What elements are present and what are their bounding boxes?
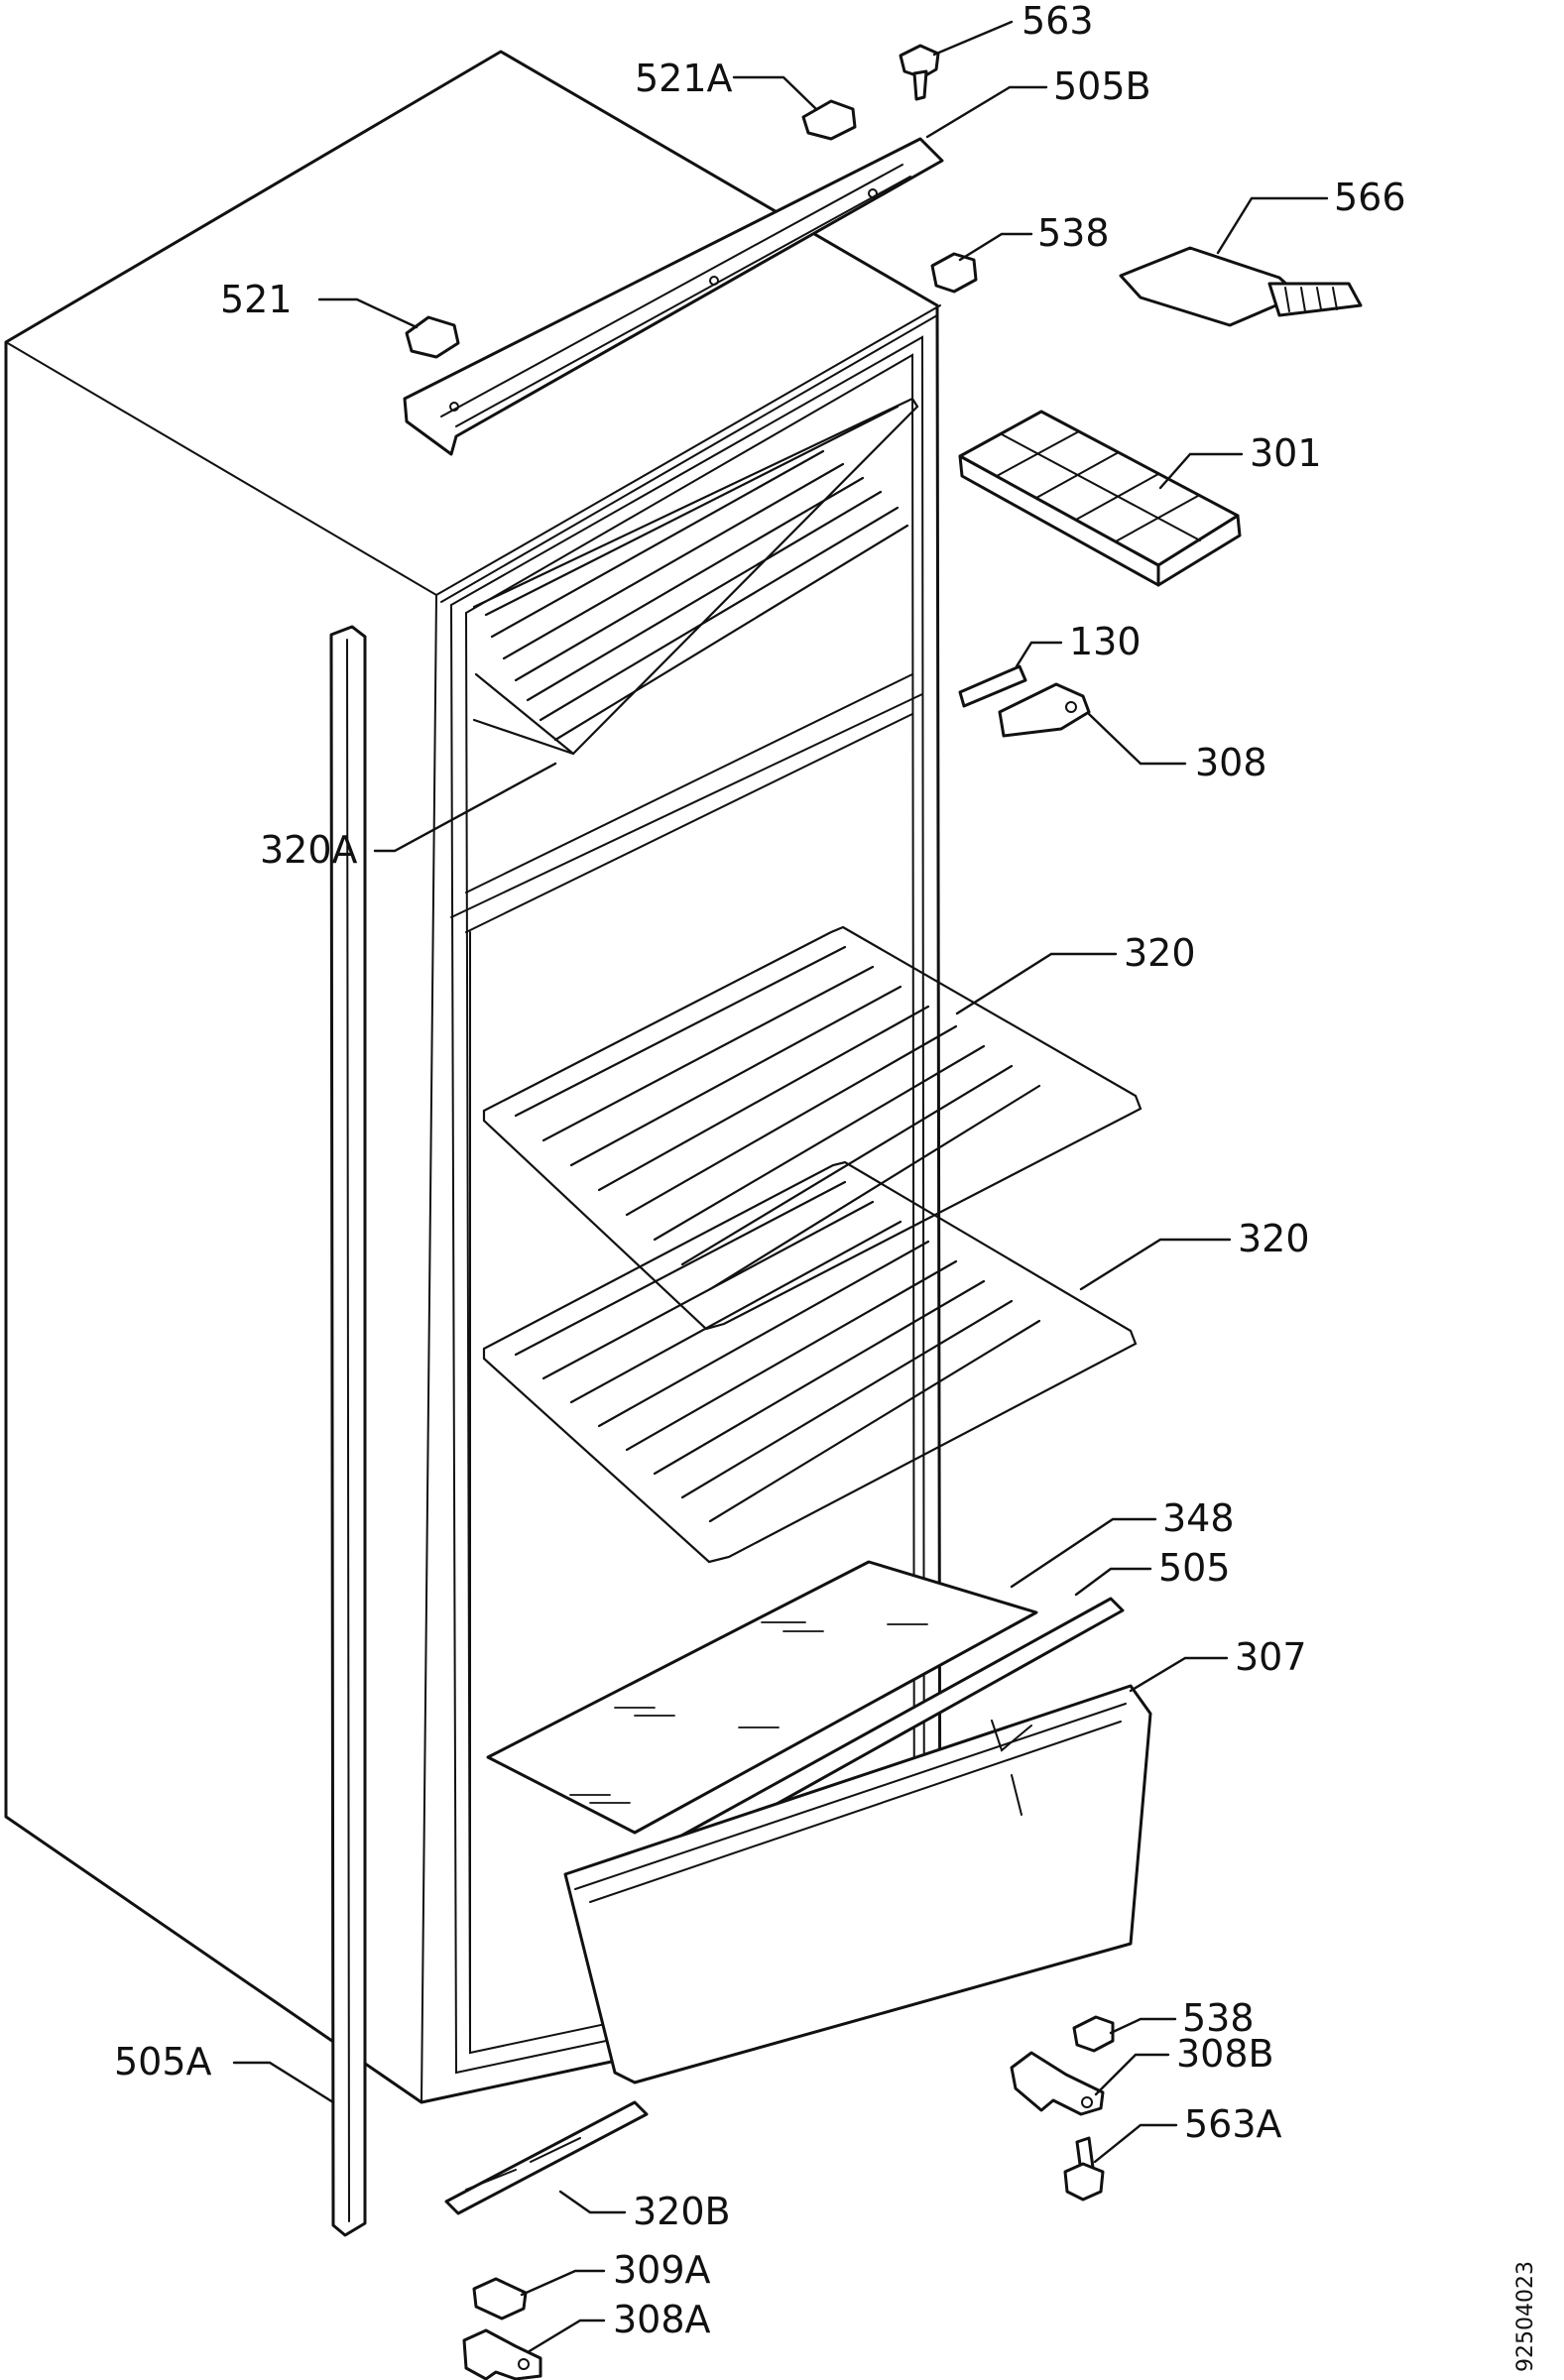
leader-308b [1094,2053,1170,2096]
leader-505b [925,85,1048,139]
leader-130 [1015,641,1063,668]
leader-320a [373,762,557,853]
leader-521a [732,75,818,111]
cap-521 [405,315,460,359]
label-505b: 505B [1053,64,1151,108]
leader-308 [1087,712,1187,766]
hinge-cover-538-bottom [1072,2015,1115,2053]
label-566: 566 [1334,176,1406,219]
leader-563 [932,20,1014,57]
hinge-bracket-308b [1010,2051,1105,2116]
label-505a: 505A [114,2040,212,2083]
label-130: 130 [1069,620,1142,663]
shelf-320-lower [482,1160,1138,1564]
leader-538-bottom [1109,2017,1177,2035]
label-563: 563 [1022,0,1094,43]
label-320b: 320B [633,2190,731,2233]
label-348: 348 [1162,1496,1235,1540]
bracket-130 [958,664,1027,708]
leader-309a [520,2269,606,2297]
label-308: 308 [1195,741,1267,784]
leader-566 [1216,196,1329,255]
glass-shelf-348 [486,1560,1038,1835]
label-309a: 309A [613,2248,711,2292]
label-521: 521 [220,278,293,321]
leader-308a [526,2319,606,2354]
leader-307 [1129,1656,1229,1693]
hinge-pin-563 [899,44,940,101]
leader-538-top [958,232,1033,262]
leader-348 [1010,1517,1157,1589]
leader-320b [558,2190,627,2214]
leader-320-lower [1079,1238,1232,1291]
ice-scraper [1119,246,1363,327]
label-538-top: 538 [1037,211,1110,255]
label-320a: 320A [260,828,358,872]
label-521a: 521A [635,57,733,100]
label-308b: 308B [1176,2032,1274,2076]
crisper-drawer-307 [563,1684,1152,2084]
label-307: 307 [1235,1635,1307,1679]
label-563a: 563A [1184,2102,1282,2146]
hinge-pin-563a [1063,2136,1105,2202]
shelf-320-upper [482,925,1143,1331]
label-320-upper: 320 [1124,931,1196,975]
hinge-bracket-308a [462,2328,542,2380]
leader-521 [317,298,419,329]
leader-505a [232,2061,335,2104]
label-301: 301 [1250,431,1322,475]
door-stop-521a [801,99,857,141]
spacer-309a [472,2277,528,2320]
label-538-bottom: 538 [1182,1996,1255,2040]
leader-320-upper [955,952,1118,1015]
hinge-cover-538-top [930,252,978,294]
leader-lines [232,20,1329,2354]
leader-505 [1074,1567,1152,1597]
ice-cube-tray [958,410,1242,587]
shelf-rail-320b [444,2100,649,2215]
leader-301 [1158,452,1244,490]
leader-563a [1093,2123,1178,2164]
label-308a: 308A [613,2298,711,2341]
door-trim-505a [329,625,367,2237]
hinge-bracket-308 [998,682,1091,738]
document-number: 92504023 [1513,2261,1538,2372]
top-hinge-bar [403,137,944,456]
part-labels: 563 521A 505B 566 538 521 301 130 308 32… [114,0,1406,2341]
label-505: 505 [1158,1546,1231,1590]
label-320-lower: 320 [1238,1217,1310,1260]
freezer-shelf-320a [472,397,919,756]
